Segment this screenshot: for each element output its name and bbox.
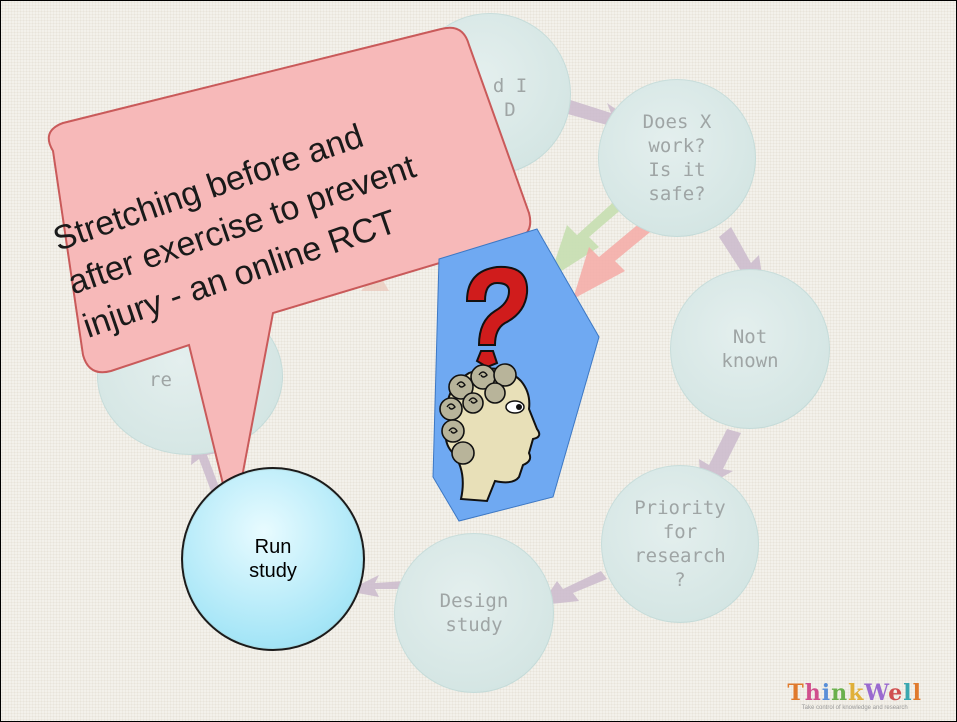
thinkwell-logo: ThinkWell Take control of knowledge and … (787, 682, 922, 711)
cycle-node-label: re (149, 369, 172, 391)
red-arrow (573, 217, 661, 299)
logo-word: ThinkWell (787, 680, 922, 706)
cycle-node-label: Priority for research ? (634, 497, 726, 591)
question-mark-icon (465, 265, 529, 346)
cycle-node-run-study: Run study (181, 467, 365, 651)
cycle-node-label: Design study (439, 590, 509, 636)
cycle-node-label: Does X work? Is it safe? (642, 111, 712, 205)
cycle-node-design-study: Design study (394, 533, 554, 693)
cycle-node-priority: Priority for research ? (601, 465, 759, 623)
arrow-to-design (541, 571, 607, 605)
cycle-node-label: Not known (721, 326, 779, 372)
arrow-to-run (347, 575, 405, 597)
thinker-eye-icon (505, 400, 525, 414)
cycle-node-not-known: Not known (670, 269, 830, 429)
cycle-node-label: d I D (492, 75, 528, 121)
green-arrow (549, 197, 631, 279)
logo-tagline: Take control of knowledge and research (801, 705, 908, 711)
cycle-node-label: Run study (249, 536, 297, 582)
cycle-node-does-x-work: Does X work? Is it safe? (598, 79, 756, 237)
